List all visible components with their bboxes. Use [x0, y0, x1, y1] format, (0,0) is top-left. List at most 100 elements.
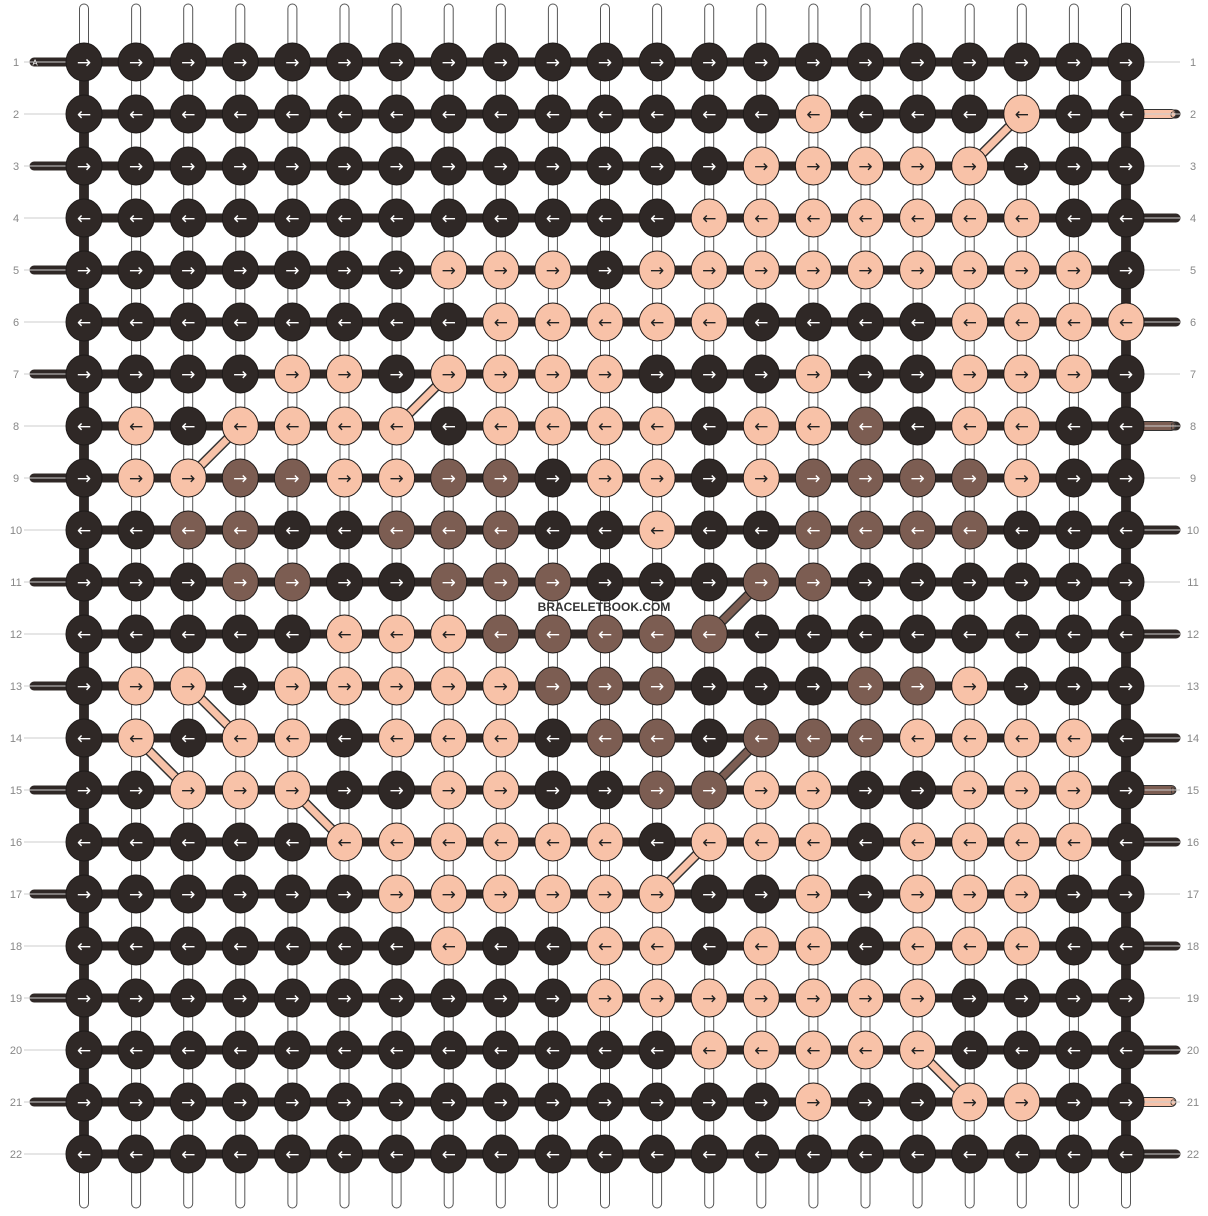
direction-arrow-icon: →: [858, 53, 872, 73]
knot-ellipse-icon: [482, 614, 520, 654]
knot-ellipse-icon: [638, 562, 676, 602]
direction-arrow-icon: ←: [546, 521, 560, 541]
knot-ellipse-icon: [326, 770, 363, 810]
direction-arrow-icon: ←: [598, 105, 612, 125]
knot-ellipse-icon: [690, 250, 728, 290]
direction-arrow-icon: →: [806, 573, 820, 593]
knot-ellipse-icon: [742, 198, 780, 238]
knot-ellipse-icon: [899, 874, 937, 914]
knot-ellipse-icon: [482, 562, 520, 602]
direction-arrow-icon: →: [754, 989, 768, 1009]
knot-ellipse-icon: [638, 874, 676, 914]
direction-arrow-icon: ←: [337, 105, 351, 125]
knot-ellipse-icon: [1055, 978, 1093, 1018]
direction-arrow-icon: →: [754, 573, 768, 593]
direction-arrow-icon: ←: [1015, 417, 1029, 437]
row-number-left: 6: [13, 317, 19, 329]
knot-ellipse-icon: [1003, 614, 1041, 654]
direction-arrow-icon: →: [1119, 1093, 1133, 1113]
row-number-left: 11: [10, 577, 21, 589]
knot-ellipse-icon: [273, 562, 311, 602]
knot-ellipse-icon: [326, 146, 363, 186]
knot-ellipse-icon: [273, 926, 311, 966]
knot-ellipse-icon: [899, 770, 937, 810]
knot-ellipse-icon: [169, 406, 207, 446]
direction-arrow-icon: →: [494, 573, 508, 593]
knot-ellipse-icon: [326, 1030, 363, 1070]
knot-ellipse-icon: [273, 770, 311, 810]
knot-ellipse-icon: [899, 94, 937, 134]
knot-ellipse-icon: [847, 822, 884, 862]
knot-ellipse-icon: [1107, 1082, 1145, 1122]
direction-arrow-icon: →: [754, 677, 768, 697]
direction-arrow-icon: →: [806, 1093, 820, 1113]
knot-ellipse-icon: [326, 198, 363, 238]
knot-ellipse-icon: [690, 770, 728, 810]
knot-ellipse-icon: [1107, 770, 1145, 810]
knot-ellipse-icon: [951, 250, 989, 290]
direction-arrow-icon: →: [337, 261, 351, 281]
knot-ellipse-icon: [65, 458, 103, 498]
direction-arrow-icon: →: [77, 677, 91, 697]
direction-arrow-icon: ←: [129, 417, 143, 437]
knot-ellipse-icon: [847, 510, 884, 550]
direction-arrow-icon: →: [702, 53, 716, 73]
knot-ellipse-icon: [117, 42, 155, 82]
knot-ellipse-icon: [430, 250, 468, 290]
direction-arrow-icon: →: [1067, 1093, 1081, 1113]
knot-ellipse-icon: [586, 1030, 624, 1070]
knot-ellipse-icon: [534, 198, 572, 238]
knot-ellipse-icon: [1003, 718, 1041, 758]
knot-ellipse-icon: [65, 354, 103, 394]
knot-ellipse-icon: [1055, 458, 1093, 498]
direction-arrow-icon: ←: [702, 313, 716, 333]
knot-ellipse-icon: [378, 354, 416, 394]
knot-ellipse-icon: [1003, 770, 1041, 810]
direction-arrow-icon: →: [285, 677, 299, 697]
knot-ellipse-icon: [534, 406, 572, 446]
direction-arrow-icon: →: [650, 885, 664, 905]
knot-ellipse-icon: [1107, 406, 1145, 446]
knot-ellipse-icon: [1055, 718, 1093, 758]
knot-ellipse-icon: [482, 146, 520, 186]
direction-arrow-icon: →: [442, 53, 456, 73]
row-number-left: 14: [10, 733, 22, 745]
knot-ellipse-icon: [221, 406, 259, 446]
direction-arrow-icon: →: [910, 573, 924, 593]
knot-ellipse-icon: [117, 1030, 155, 1070]
knot-ellipse-icon: [430, 354, 468, 394]
direction-arrow-icon: →: [1119, 157, 1133, 177]
knot-ellipse-icon: [586, 666, 624, 706]
knot-ellipse-icon: [534, 1082, 572, 1122]
direction-arrow-icon: ←: [494, 209, 508, 229]
direction-arrow-icon: ←: [77, 417, 91, 437]
direction-arrow-icon: ←: [858, 1041, 872, 1061]
knot-ellipse-icon: [273, 614, 311, 654]
knot-ellipse-icon: [742, 1134, 780, 1174]
knot-ellipse-icon: [221, 510, 259, 550]
direction-arrow-icon: ←: [233, 313, 247, 333]
knot-ellipse-icon: [326, 1134, 363, 1174]
knot-ellipse-icon: [221, 146, 259, 186]
direction-arrow-icon: ←: [963, 105, 977, 125]
knot-ellipse-icon: [117, 666, 155, 706]
knot-ellipse-icon: [1003, 666, 1041, 706]
knot-ellipse-icon: [586, 458, 624, 498]
direction-arrow-icon: →: [1015, 261, 1029, 281]
knot-ellipse-icon: [742, 42, 780, 82]
direction-arrow-icon: →: [806, 261, 820, 281]
direction-arrow-icon: ←: [650, 417, 664, 437]
knot-ellipse-icon: [1003, 874, 1041, 914]
knot-ellipse-icon: [378, 718, 416, 758]
knot-ellipse-icon: [794, 354, 832, 394]
direction-arrow-icon: ←: [858, 417, 872, 437]
knot-ellipse-icon: [273, 718, 311, 758]
knot-ellipse-icon: [117, 510, 155, 550]
knot-ellipse-icon: [847, 250, 884, 290]
direction-arrow-icon: →: [754, 885, 768, 905]
direction-arrow-icon: →: [233, 469, 247, 489]
knot-ellipse-icon: [534, 770, 572, 810]
knot-ellipse-icon: [847, 874, 884, 914]
knot-ellipse-icon: [482, 1134, 520, 1174]
